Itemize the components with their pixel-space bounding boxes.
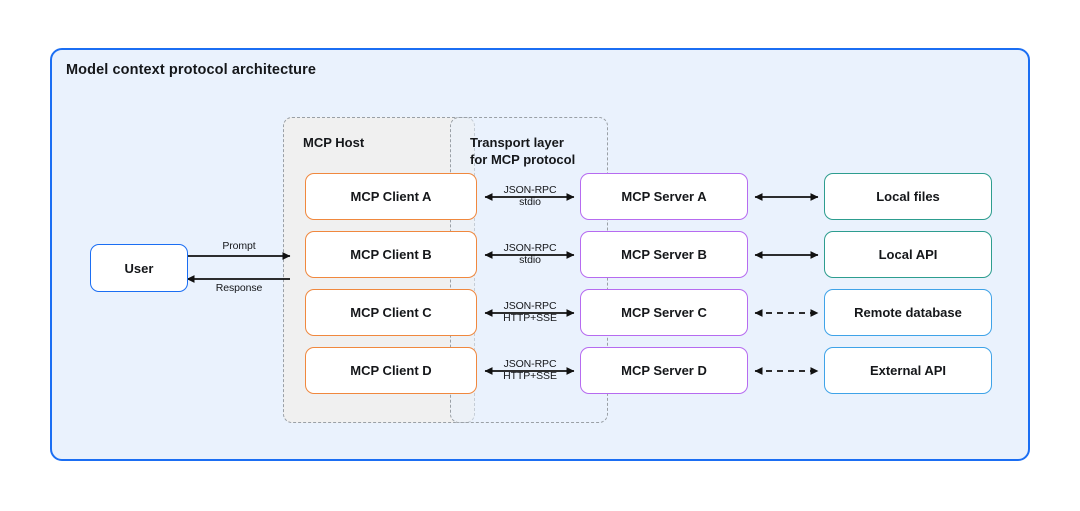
node-user[interactable]: User: [90, 244, 188, 292]
node-mcp-client-c[interactable]: MCP Client C: [305, 289, 477, 336]
node-resource-local-api-label: Local API: [878, 247, 938, 262]
node-mcp-client-b-label: MCP Client B: [350, 247, 432, 262]
page-title: Model context protocol architecture: [66, 62, 317, 78]
node-resource-external-api[interactable]: External API: [824, 347, 992, 394]
node-mcp-server-c-label: MCP Server C: [621, 305, 707, 320]
wire-label-prompt: Prompt: [222, 240, 256, 252]
wire-label-transport-b: JSON-RPC stdio: [503, 242, 557, 267]
node-user-label: User: [124, 260, 154, 276]
node-mcp-client-d[interactable]: MCP Client D: [305, 347, 477, 394]
node-mcp-server-c[interactable]: MCP Server C: [580, 289, 748, 336]
node-mcp-server-a-label: MCP Server A: [621, 189, 707, 204]
node-mcp-client-b[interactable]: MCP Client B: [305, 231, 477, 278]
node-mcp-client-d-label: MCP Client D: [350, 363, 432, 378]
group-transport-layer-label: Transport layer for MCP protocol: [470, 135, 576, 167]
node-mcp-client-a-label: MCP Client A: [350, 189, 432, 204]
node-resource-local-files[interactable]: Local files: [824, 173, 992, 220]
node-mcp-server-a[interactable]: MCP Server A: [580, 173, 748, 220]
wire-label-transport-c: JSON-RPC HTTP+SSE: [503, 300, 557, 325]
node-resource-remote-database-label: Remote database: [854, 305, 962, 320]
node-resource-remote-database[interactable]: Remote database: [824, 289, 992, 336]
wire-label-transport-d: JSON-RPC HTTP+SSE: [503, 358, 557, 383]
node-mcp-client-a[interactable]: MCP Client A: [305, 173, 477, 220]
wire-label-transport-a: JSON-RPC stdio: [503, 184, 557, 209]
wire-label-response: Response: [215, 282, 263, 294]
node-mcp-client-c-label: MCP Client C: [350, 305, 432, 320]
node-mcp-server-b[interactable]: MCP Server B: [580, 231, 748, 278]
node-resource-local-files-label: Local files: [876, 189, 940, 204]
node-mcp-server-d-label: MCP Server D: [621, 363, 707, 378]
node-mcp-server-d[interactable]: MCP Server D: [580, 347, 748, 394]
node-mcp-server-b-label: MCP Server B: [621, 247, 707, 262]
node-resource-local-api[interactable]: Local API: [824, 231, 992, 278]
node-resource-external-api-label: External API: [869, 363, 947, 378]
group-mcp-host-label: MCP Host: [303, 135, 365, 150]
